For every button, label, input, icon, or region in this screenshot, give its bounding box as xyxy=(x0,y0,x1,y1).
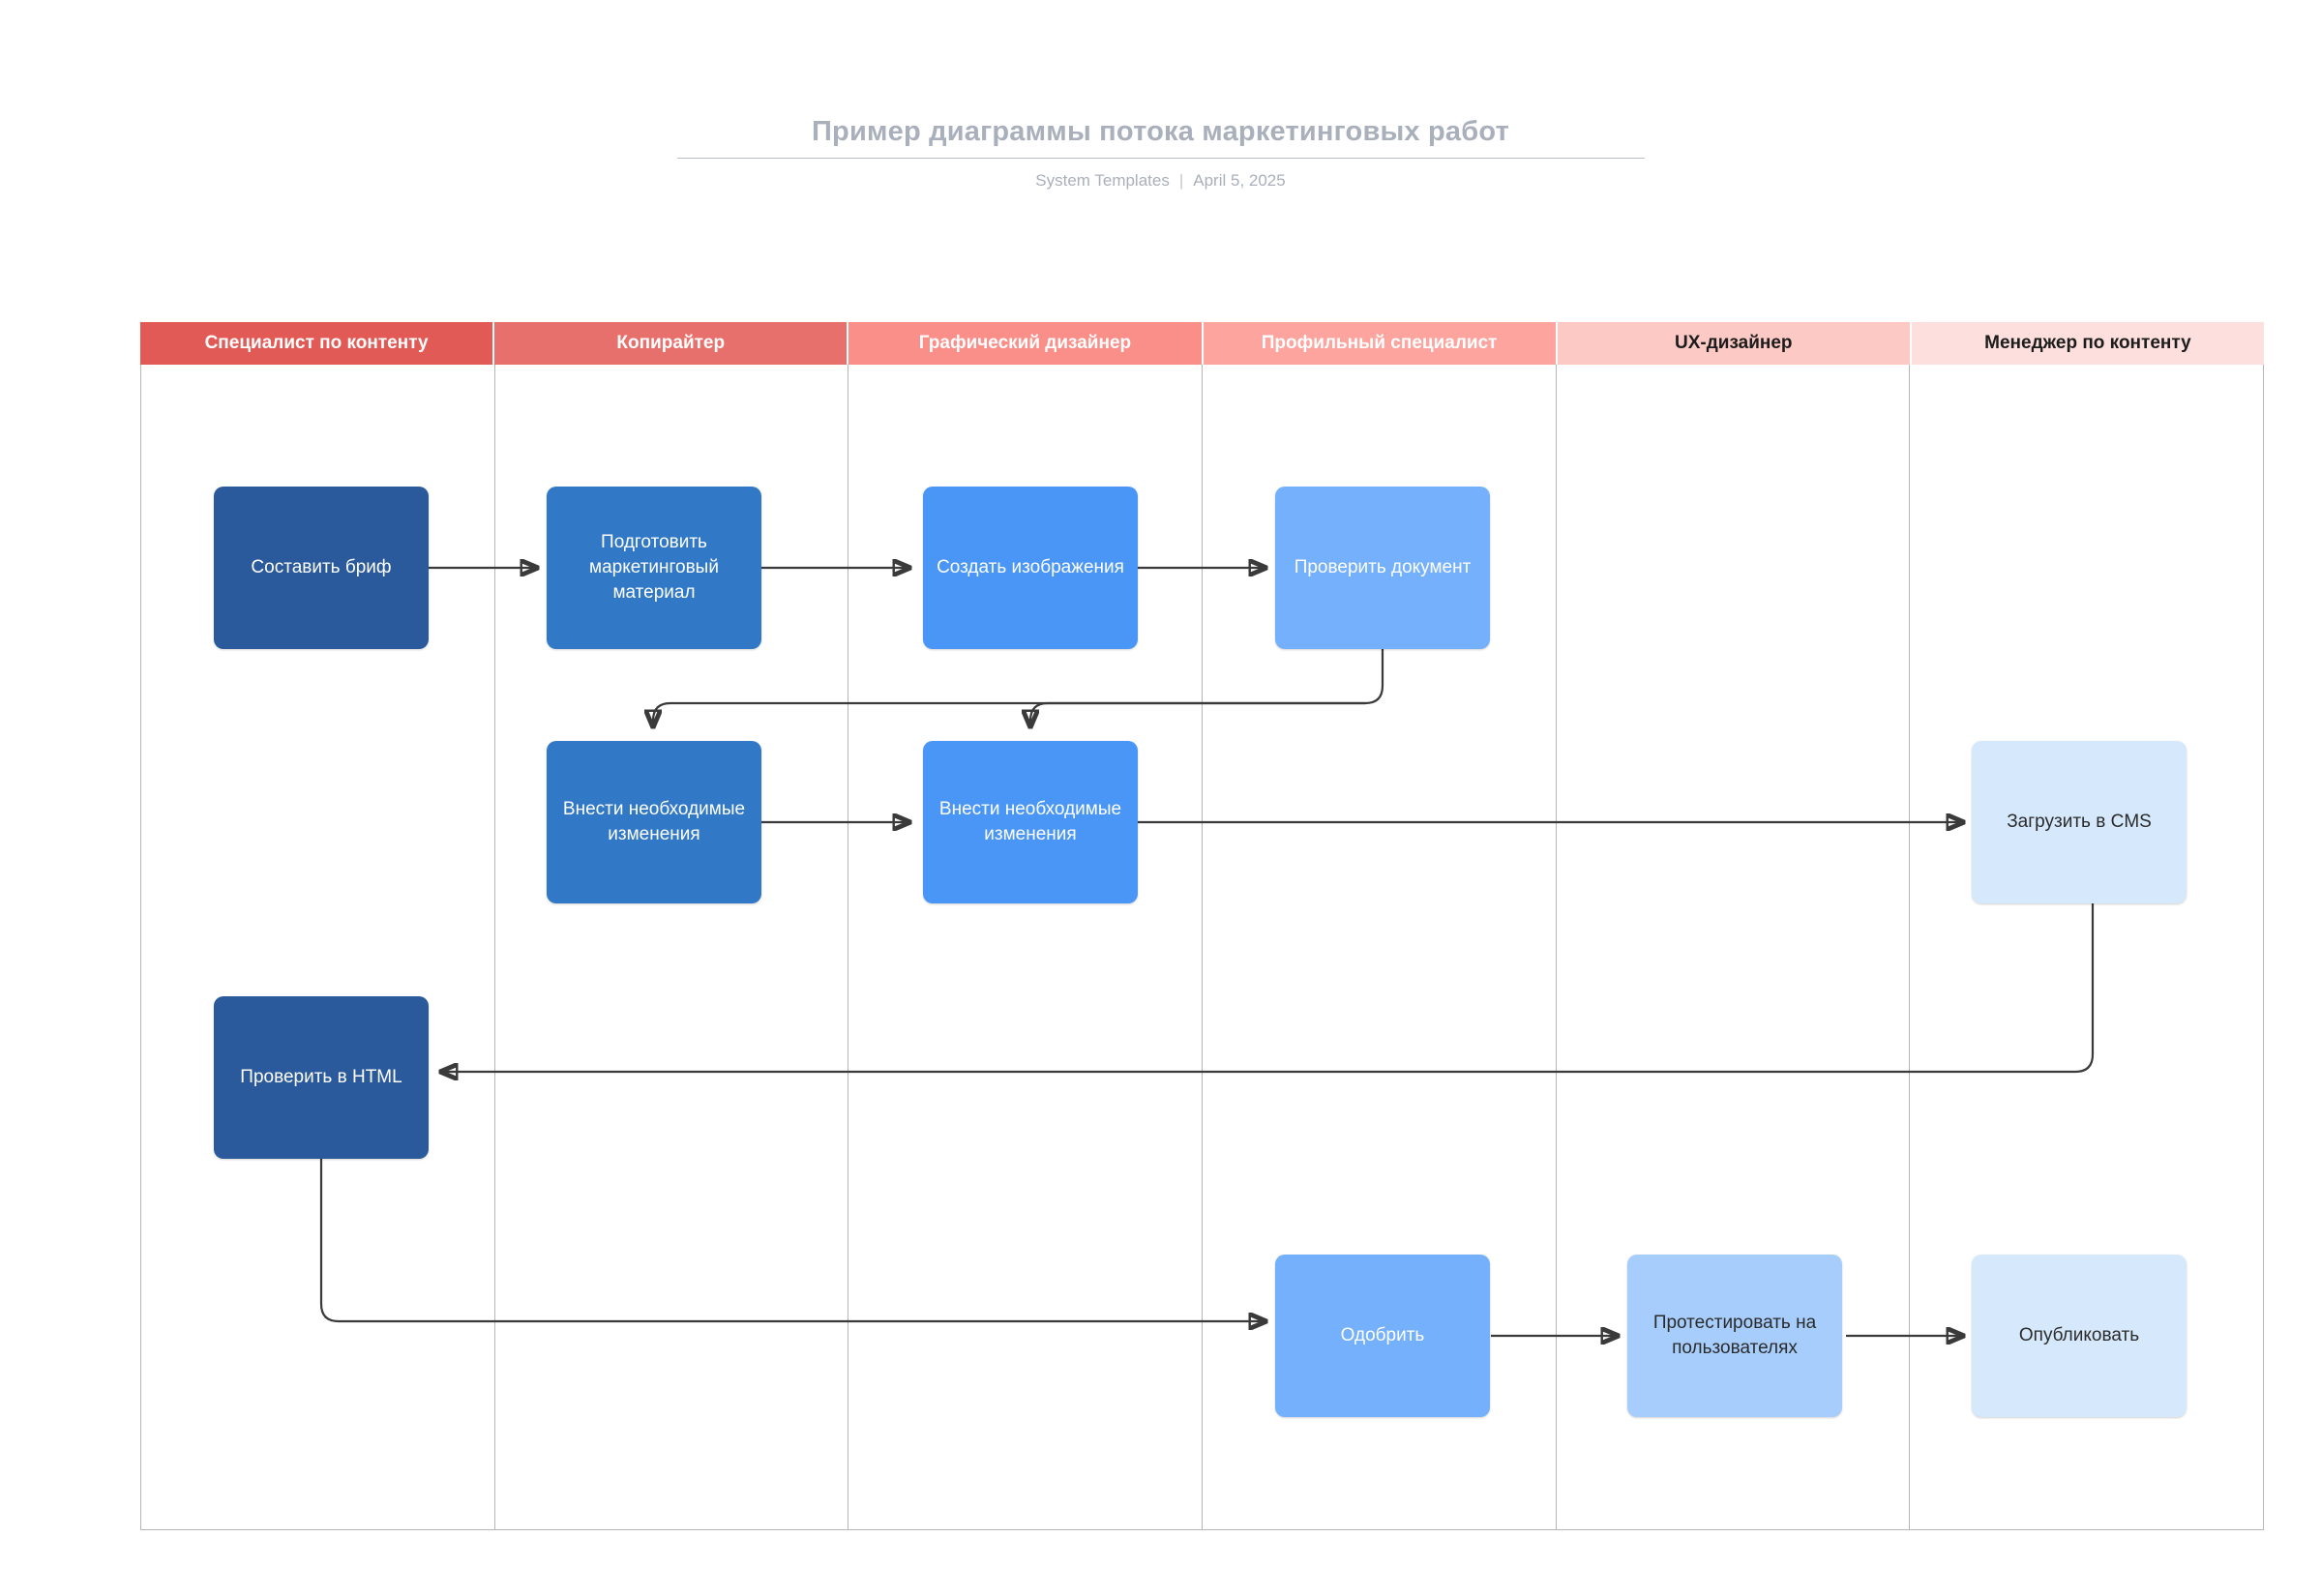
subtitle-separator: | xyxy=(1178,171,1184,190)
lane-header-label: Менеджер по контенту xyxy=(1984,333,2191,353)
node-label: Создать изображения xyxy=(937,557,1124,577)
node-label: Загрузить в CMS xyxy=(2007,812,2152,832)
node-label: Протестировать на пользователях xyxy=(1652,1313,1817,1358)
lane-header-graphic-designer: Графический дизайнер xyxy=(848,322,1204,365)
node-label: Проверить в HTML xyxy=(240,1067,402,1087)
node-approve[interactable]: Одобрить xyxy=(1275,1255,1490,1417)
swimlane-body xyxy=(140,365,2264,1530)
node-user-testing[interactable]: Протестировать на пользователях xyxy=(1627,1255,1842,1417)
lane-header-ux-designer: UX-дизайнер xyxy=(1557,322,1912,365)
swimlane-diagram: Специалист по контенту Копирайтер Графич… xyxy=(140,322,2265,1530)
node-make-revisions-designer[interactable]: Внести необходимые изменения xyxy=(923,741,1138,903)
lane-header-label: UX-дизайнер xyxy=(1674,333,1793,353)
node-label: Составить бриф xyxy=(251,557,392,577)
swimlane-header-row: Специалист по контенту Копирайтер Графич… xyxy=(140,322,2265,365)
node-review-document[interactable]: Проверить документ xyxy=(1275,487,1490,649)
title-divider xyxy=(676,158,1645,159)
lane-header-label: Профильный специалист xyxy=(1261,333,1498,353)
node-check-in-html[interactable]: Проверить в HTML xyxy=(214,996,429,1159)
node-create-images[interactable]: Создать изображения xyxy=(923,487,1138,649)
node-label: Одобрить xyxy=(1340,1325,1425,1345)
title-block: Пример диаграммы потока маркетинговых ра… xyxy=(0,114,2321,192)
lane-header-content-specialist: Специалист по контенту xyxy=(140,322,495,365)
node-upload-to-cms[interactable]: Загрузить в CMS xyxy=(1972,741,2187,903)
lane-header-content-manager: Менеджер по контенту xyxy=(1911,322,2265,365)
node-label: Подготовить маркетинговый материал xyxy=(589,532,719,603)
lane-header-copywriter: Копирайтер xyxy=(494,322,849,365)
lane-header-label: Копирайтер xyxy=(616,333,726,353)
node-publish[interactable]: Опубликовать xyxy=(1972,1255,2187,1417)
document-subtitle: System Templates | April 5, 2025 xyxy=(0,170,2321,192)
lane-header-label: Специалист по контенту xyxy=(204,333,429,353)
subtitle-author: System Templates xyxy=(1035,171,1170,190)
lane-header-subject-expert: Профильный специалист xyxy=(1203,322,1558,365)
subtitle-date: April 5, 2025 xyxy=(1193,171,1286,190)
node-label: Проверить документ xyxy=(1294,557,1472,577)
node-prepare-marketing-material[interactable]: Подготовить маркетинговый материал xyxy=(547,487,761,649)
node-label: Внести необходимые изменения xyxy=(562,799,746,844)
node-label: Опубликовать xyxy=(2018,1325,2140,1345)
node-label: Внести необходимые изменения xyxy=(938,799,1122,844)
page-title: Пример диаграммы потока маркетинговых ра… xyxy=(812,116,1509,147)
node-compose-brief[interactable]: Составить бриф xyxy=(214,487,429,649)
node-make-revisions-copywriter[interactable]: Внести необходимые изменения xyxy=(547,741,761,903)
lane-header-label: Графический дизайнер xyxy=(918,333,1132,353)
